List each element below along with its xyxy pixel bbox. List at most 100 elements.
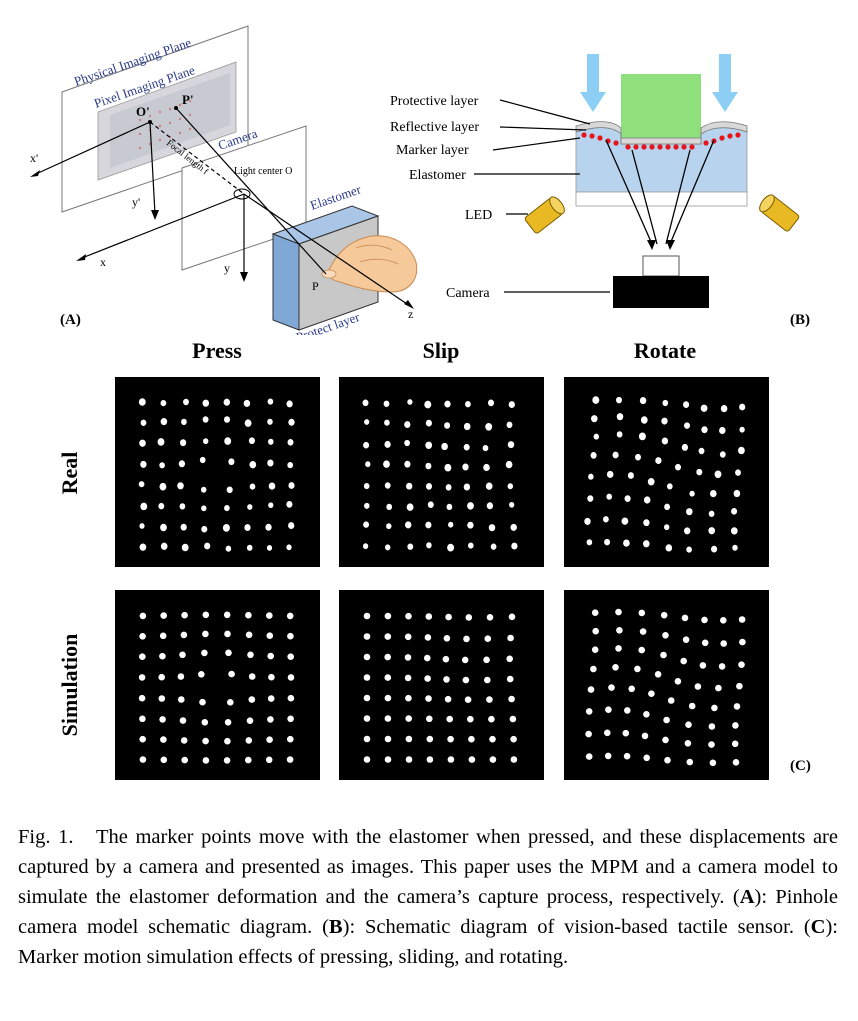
marker-dot	[680, 657, 687, 665]
marker-dot	[228, 458, 235, 466]
marker-dot	[225, 545, 232, 552]
caption-c-text: : Marker motion simulation effects of pr…	[18, 916, 838, 968]
marker-dot	[468, 735, 475, 743]
marker-dot	[288, 522, 295, 530]
marker-dot	[444, 422, 451, 429]
marker-dot	[405, 735, 413, 743]
panel-a-label: (A)	[60, 312, 81, 328]
marker-dot	[139, 439, 146, 447]
marker-dot	[223, 611, 231, 619]
marker-dot	[363, 653, 371, 661]
marker-dot	[444, 463, 452, 472]
marker-dot	[286, 501, 293, 508]
marker-dot	[711, 545, 718, 553]
marker-dot	[160, 736, 167, 743]
marker-dot	[245, 631, 253, 639]
marker-dot	[510, 523, 517, 531]
marker-dot	[201, 525, 208, 533]
marker-dot	[506, 655, 513, 663]
marker-dot	[505, 460, 513, 469]
marker-dot	[711, 704, 718, 712]
marker-dot	[426, 715, 433, 723]
marker-dot	[486, 696, 493, 703]
marker-dot	[363, 633, 371, 640]
marker-dot	[226, 486, 233, 494]
camera-label-b: Camera	[446, 286, 490, 301]
marker-dot	[720, 405, 728, 413]
caption-prefix: Fig. 1.	[18, 826, 74, 848]
marker-dot	[508, 695, 515, 703]
marker-dot	[202, 757, 210, 764]
marker-dot	[405, 694, 412, 702]
marker-dot	[159, 632, 167, 640]
marker-dot	[384, 633, 392, 640]
y-label: y	[224, 261, 230, 275]
marker-dot	[686, 546, 692, 553]
marker-dot	[639, 628, 647, 635]
marker-dot	[267, 459, 274, 467]
marker-dot	[202, 737, 209, 745]
marker-dot	[441, 442, 448, 451]
marker-dot	[201, 719, 209, 726]
marker-dot	[139, 523, 145, 529]
marker-dot	[202, 611, 210, 619]
marker-dot	[286, 400, 293, 408]
marker-dot	[639, 397, 647, 405]
y-prime-label: y'	[132, 195, 140, 209]
marker-dot	[227, 699, 234, 706]
marker-dot	[138, 674, 146, 681]
figure-caption: Fig. 1. The marker points move with the …	[18, 826, 838, 968]
marker-dot	[287, 715, 294, 723]
marker-dot	[159, 716, 166, 723]
marker-dot	[592, 627, 599, 635]
marker-dot	[506, 421, 513, 429]
marker-dot	[689, 490, 695, 497]
marker-dot	[265, 523, 272, 531]
marker-dot	[489, 756, 497, 763]
marker-dot	[384, 674, 392, 681]
marker-dot	[158, 502, 165, 510]
marker-dot	[384, 653, 391, 661]
marker-dot	[719, 426, 726, 435]
marker-dot	[139, 715, 146, 723]
marker-dot	[662, 632, 669, 639]
marker-dot	[249, 461, 257, 469]
marker-dot	[638, 609, 646, 617]
marker-dot	[585, 753, 593, 760]
marker-dot	[616, 627, 623, 634]
marker-dot	[268, 502, 274, 509]
marker-dot	[718, 663, 726, 670]
marker-dot	[708, 741, 715, 748]
marker-dot	[158, 695, 166, 702]
marker-dot	[506, 675, 514, 683]
marker-dot	[248, 437, 255, 445]
marker-dot	[482, 444, 489, 452]
marker-dot	[511, 542, 518, 550]
marker-dot	[446, 715, 453, 723]
marker-dot	[638, 432, 646, 441]
marker-dot	[139, 543, 147, 551]
marker-dot	[590, 665, 597, 673]
marker-dot	[736, 682, 743, 690]
marker-dot	[363, 756, 371, 763]
marker-dot	[445, 484, 452, 491]
marker-dot	[694, 683, 702, 690]
marker-dot	[486, 614, 494, 621]
marker-dot	[484, 676, 491, 684]
marker-dot	[245, 756, 252, 764]
marker-dot	[681, 614, 689, 622]
marker-dot	[425, 521, 432, 529]
marker-dot	[508, 401, 515, 409]
marker-dot	[463, 443, 470, 451]
marker-dot	[621, 517, 629, 525]
marker-dot	[288, 418, 295, 426]
marker-dot	[683, 401, 690, 408]
marker-dot	[604, 729, 611, 737]
marker-dot	[424, 654, 431, 662]
marker-image-real-rotate	[564, 377, 769, 567]
marker-dot	[737, 446, 745, 455]
x-label: x	[100, 255, 106, 269]
marker-dot	[701, 616, 708, 624]
marker-dot	[643, 711, 650, 718]
marker-dot	[684, 740, 692, 747]
